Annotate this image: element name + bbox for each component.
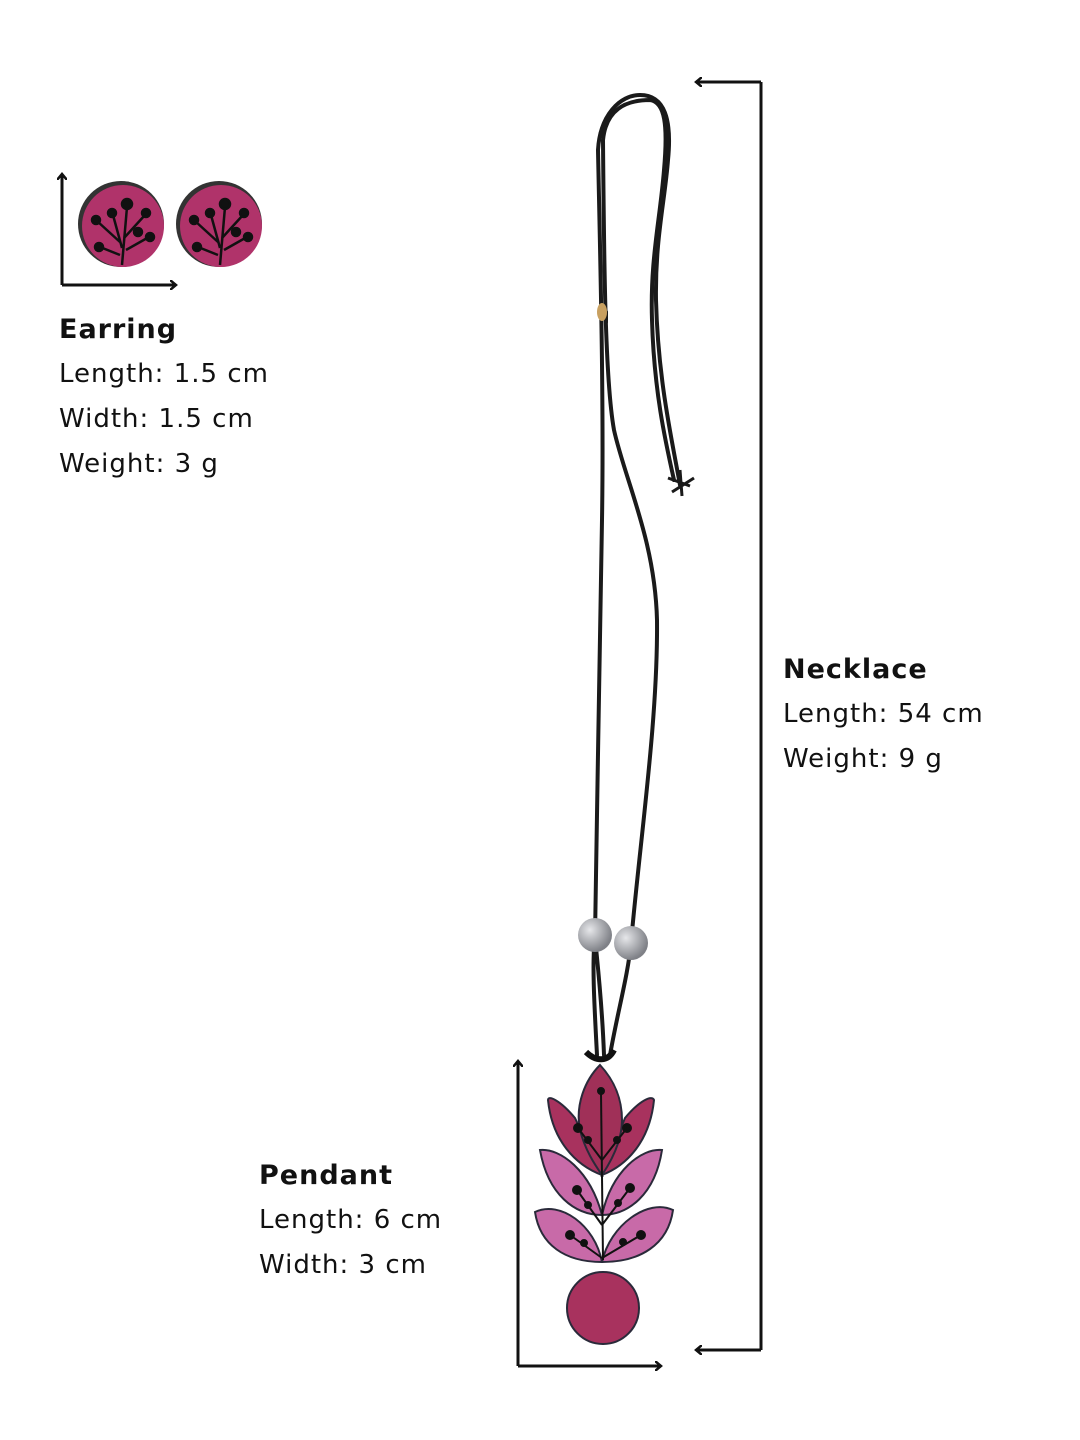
earring-width: Width: 1.5 cm	[59, 404, 254, 434]
silver-bead-left	[578, 918, 612, 952]
cord-knot	[667, 469, 695, 497]
silver-bead-right	[614, 926, 648, 960]
pendant-length: Length: 6 cm	[259, 1205, 443, 1235]
necklace-cord	[591, 92, 682, 1057]
earring-dimension-arrows	[62, 175, 175, 285]
earring-weight: Weight: 3 g	[59, 449, 219, 479]
earring-right	[176, 181, 262, 267]
necklace-dimension-bracket	[697, 82, 763, 1350]
necklace-title: Necklace	[783, 654, 928, 685]
wooden-bead	[597, 303, 607, 321]
earring-specs: Earring Length: 1.5 cm Width: 1.5 cm Wei…	[59, 307, 269, 487]
pendant-width: Width: 3 cm	[259, 1250, 427, 1280]
earring-left	[78, 181, 164, 267]
pendant-knot	[583, 1048, 617, 1063]
earring-title: Earring	[59, 314, 178, 345]
necklace-specs: Necklace Length: 54 cm Weight: 9 g	[783, 647, 984, 782]
pendant-leaf	[533, 1063, 675, 1345]
pendant-specs: Pendant Length: 6 cm Width: 3 cm	[259, 1153, 442, 1288]
pendant-dimension-arrows	[518, 1062, 660, 1366]
necklace-length: Length: 54 cm	[783, 699, 984, 729]
earring-length: Length: 1.5 cm	[59, 359, 269, 389]
necklace-weight: Weight: 9 g	[783, 744, 943, 774]
pendant-title: Pendant	[259, 1160, 393, 1191]
